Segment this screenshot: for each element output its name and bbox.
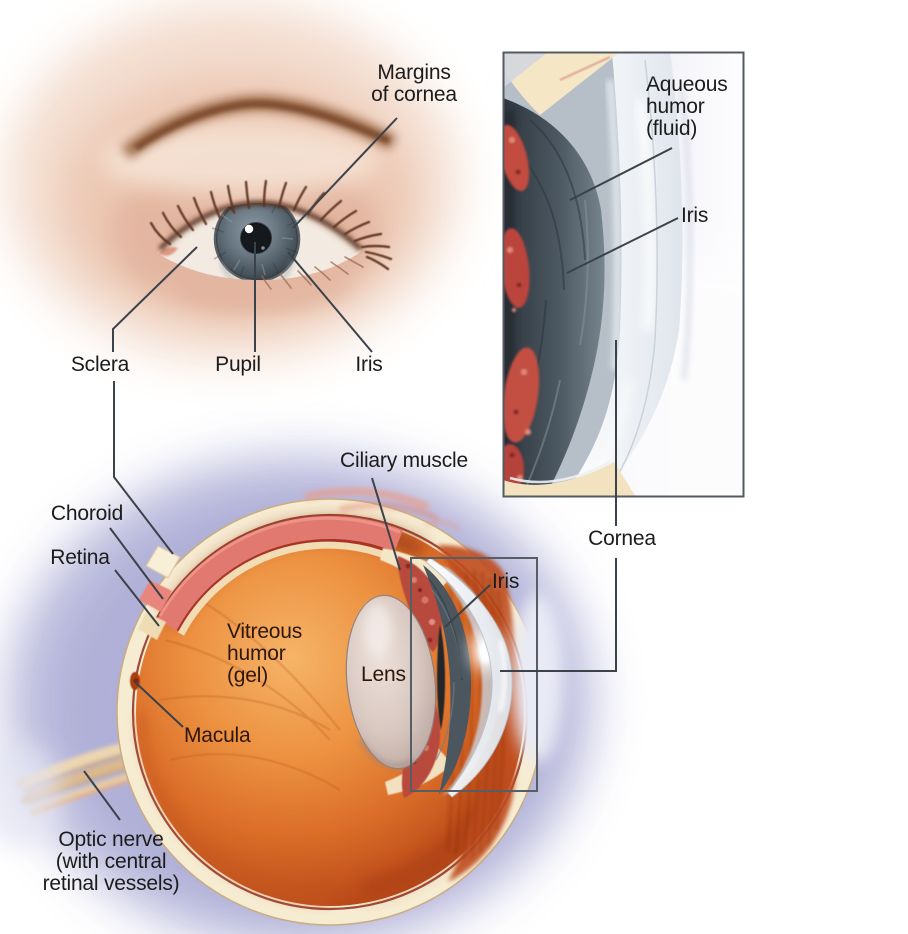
label-sclera: Sclera bbox=[70, 353, 130, 376]
iris-inset-connector bbox=[566, 217, 679, 274]
retina-cut-face bbox=[138, 612, 166, 640]
pupil-catchlight bbox=[244, 224, 254, 234]
label-lens: Lens bbox=[361, 663, 406, 686]
choroid-band-cutaway bbox=[138, 515, 403, 640]
label-ciliary-muscle: Ciliary muscle bbox=[340, 449, 468, 472]
label-iris-inset: Iris bbox=[681, 204, 709, 227]
inset-sclera-wedge-top bbox=[503, 52, 620, 115]
aqueous-humor-connector bbox=[569, 147, 673, 201]
cornea-connector-bottom bbox=[500, 558, 617, 672]
optic-nerve-connector bbox=[83, 770, 121, 821]
caruncle bbox=[157, 247, 178, 256]
inset-border bbox=[502, 51, 745, 498]
label-cornea: Cornea bbox=[588, 527, 656, 550]
label-iris-photo: Iris bbox=[355, 353, 383, 376]
label-vitreous-humor: Vitreous humor (gel) bbox=[227, 620, 303, 687]
label-choroid: Choroid bbox=[50, 502, 124, 525]
ciliary-muscle-connector bbox=[371, 477, 401, 571]
episcleral-vessels bbox=[304, 488, 462, 532]
label-aqueous-humor: Aqueous humor (fluid) bbox=[646, 73, 728, 140]
choroid-connector bbox=[109, 527, 164, 600]
label-optic-nerve: Optic nerve (with central retinal vessel… bbox=[42, 828, 180, 895]
sclera-connector-upper bbox=[112, 246, 198, 352]
zoom-region-rectangle bbox=[410, 557, 538, 792]
sclera-connector-lower bbox=[113, 381, 174, 555]
label-pupil: Pupil bbox=[215, 353, 261, 376]
label-macula: Macula bbox=[184, 724, 251, 747]
margins-of-cornea-connector bbox=[292, 117, 398, 229]
lower-eyelashes bbox=[261, 256, 364, 290]
label-iris-cutaway: Iris bbox=[492, 570, 520, 593]
macula-connector bbox=[134, 681, 184, 728]
label-margins-of-cornea: Margins of cornea bbox=[371, 61, 457, 106]
eyeball-cross-section-illustration bbox=[0, 456, 592, 934]
iris-cutaway-connector bbox=[444, 584, 491, 628]
choroid-cut-face bbox=[139, 580, 172, 612]
connector-lines bbox=[83, 117, 679, 821]
cornea-bulge-shape bbox=[425, 557, 513, 798]
iris-photo-connector bbox=[287, 251, 373, 353]
inset-cornea-shape bbox=[563, 52, 683, 497]
retinal-vessel-lines bbox=[159, 599, 341, 791]
eyebrow bbox=[121, 95, 397, 159]
retina-connector bbox=[114, 569, 160, 627]
inset-sclera-wedge-bottom bbox=[503, 462, 636, 497]
eye-photo-illustration bbox=[7, 4, 457, 360]
iris-cutaway-shape bbox=[423, 565, 472, 794]
cornea-inset-illustration bbox=[502, 51, 745, 498]
label-retina: Retina bbox=[50, 546, 110, 569]
inset-ciliary-red-tissue bbox=[503, 124, 540, 496]
ciliary-muscle-upper bbox=[397, 556, 443, 652]
